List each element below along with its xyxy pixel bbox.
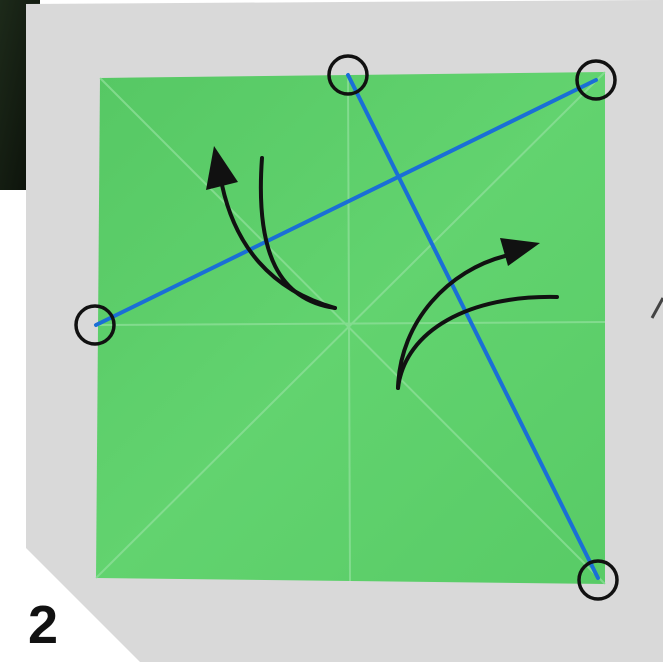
step-number: 2 [28,598,58,652]
